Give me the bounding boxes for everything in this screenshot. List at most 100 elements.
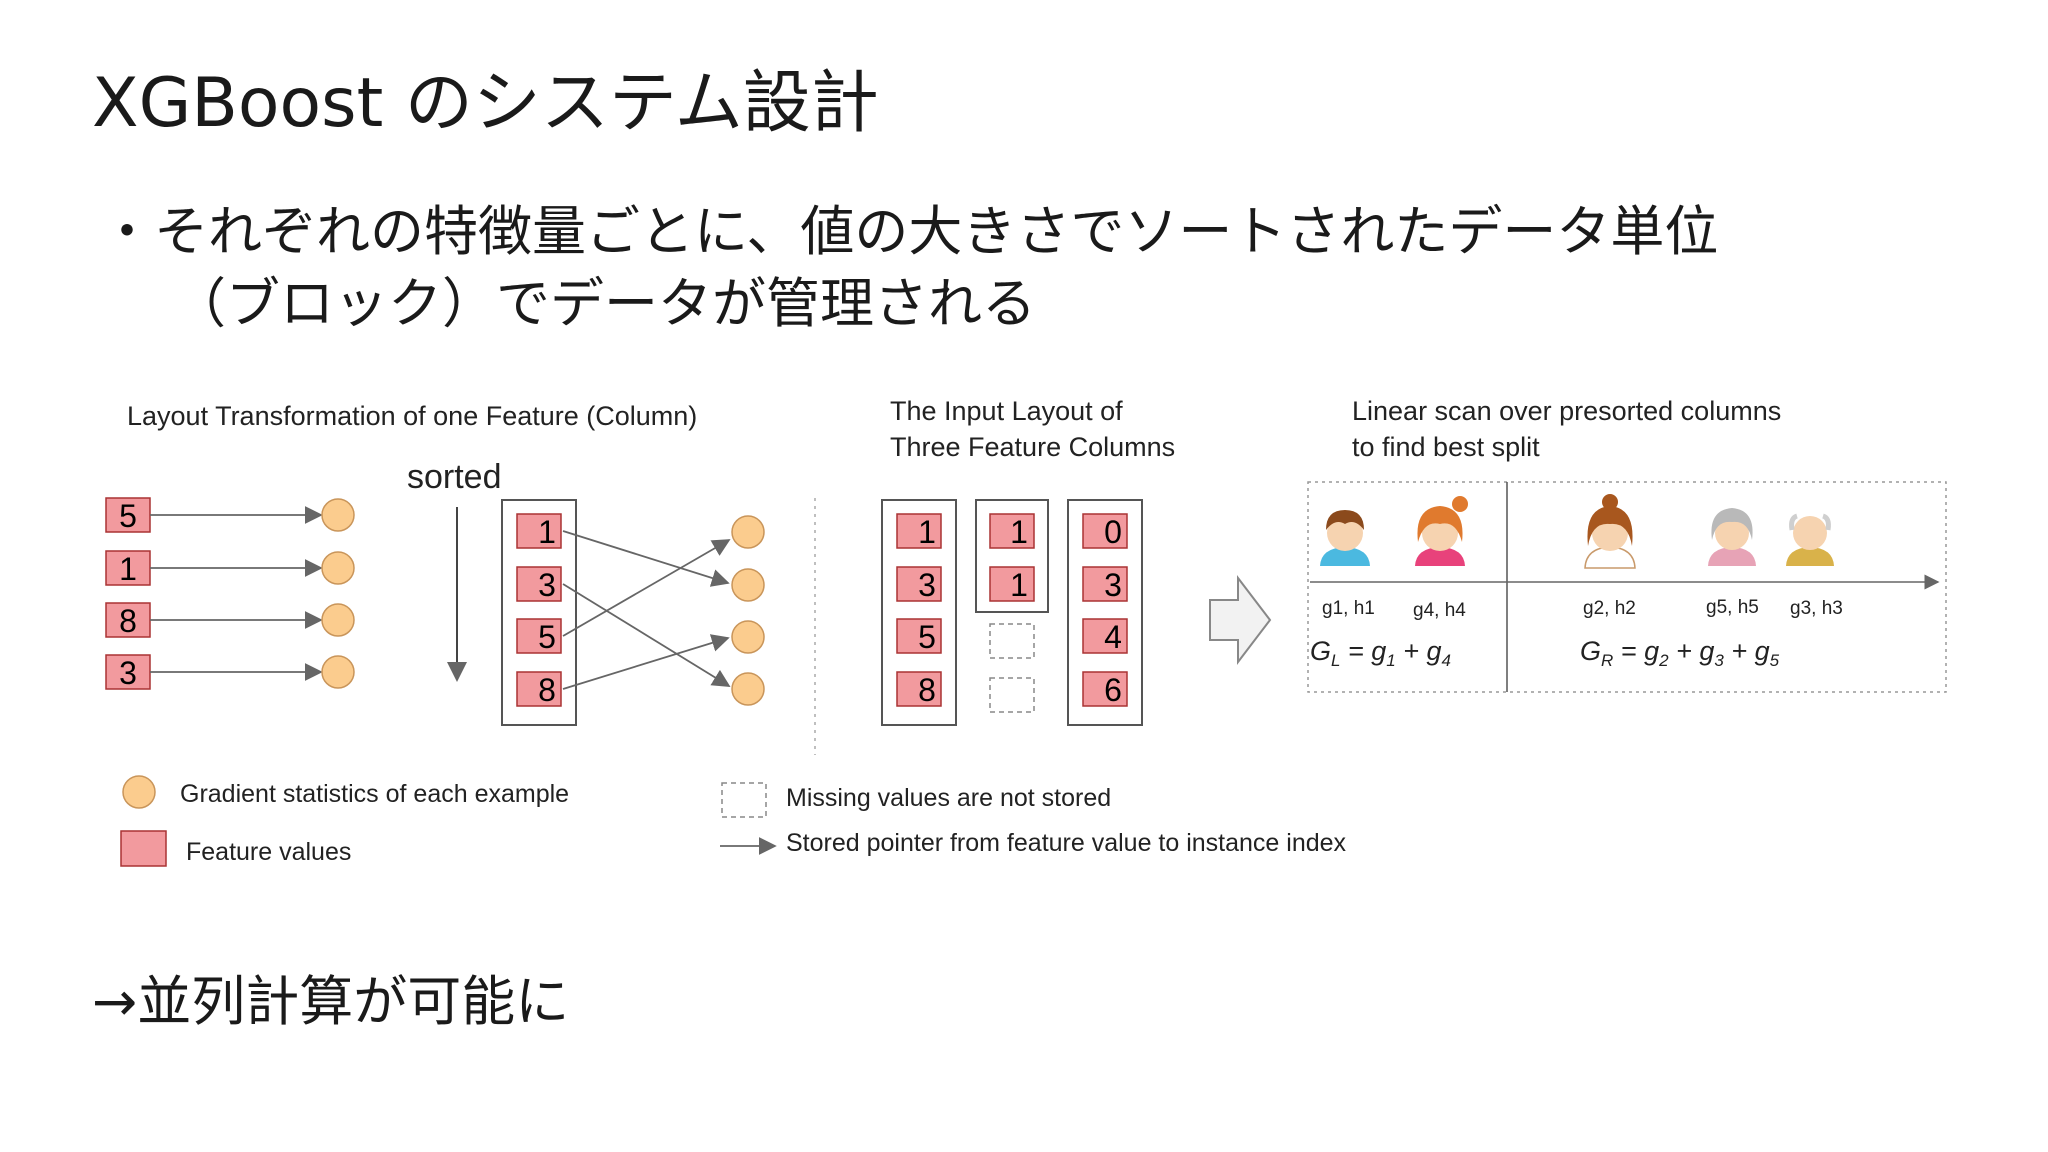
feature-value: 1 [1010, 514, 1028, 550]
feature-column-1: 1 3 5 8 [881, 499, 957, 726]
unsorted-row: 5 [105, 497, 355, 534]
feature-value-box [516, 671, 562, 707]
grandmother-face [1715, 516, 1749, 550]
legend-missing-label: Missing values are not stored [786, 784, 1111, 812]
grandmother-shirt [1708, 547, 1756, 566]
bullet-text: ・それぞれの特徴量ごとに、値の大きさでソートされたデータ単位 （ブロック）でデー… [100, 196, 1718, 340]
missing-value-box [989, 623, 1035, 659]
gh-label: g5, h5 [1706, 597, 1759, 618]
grandfather-shirt [1786, 547, 1834, 566]
feature-value: 0 [1104, 514, 1122, 550]
block-arrow-icon [1209, 575, 1272, 665]
panel2-title-line2: Three Feature Columns [890, 432, 1175, 462]
slide-title: XGBoost のシステム設計 [92, 64, 879, 143]
girl-shirt [1415, 547, 1465, 566]
woman-hair-bun [1602, 494, 1618, 510]
sorted-block: 1 3 5 8 [501, 499, 577, 726]
feature-value: 8 [119, 603, 137, 639]
grandfather-icon [1786, 513, 1834, 566]
feature-value-box [516, 566, 562, 602]
panel3-title-line1: Linear scan over presorted columns [1352, 396, 1781, 426]
feature-value: 3 [918, 567, 936, 603]
gradient-circle [321, 551, 355, 585]
pointer-arrow [562, 530, 730, 587]
feature-column-3: 0 3 4 6 [1067, 499, 1143, 726]
boy-hair [1326, 510, 1364, 530]
feature-value: 1 [119, 551, 137, 587]
gl-formula: GL = g1 + g4 [1310, 636, 1451, 670]
feature-value: 3 [538, 567, 556, 603]
legend-gradient-label: Gradient statistics of each example [180, 780, 569, 808]
missing-value-box [989, 677, 1035, 713]
conclusion-text: →並列計算が可能に [92, 970, 570, 1033]
gh-label: g4, h4 [1413, 600, 1466, 621]
gradient-circle [731, 620, 765, 654]
feature-value-box [896, 513, 942, 549]
grandmother-icon [1708, 508, 1756, 566]
panel1-title: Layout Transformation of one Feature (Co… [127, 401, 697, 431]
feature-value: 5 [119, 498, 137, 534]
feature-value-box [1082, 513, 1128, 549]
pointer-arrow [562, 539, 731, 637]
feature-value: 3 [1104, 567, 1122, 603]
feature-value-box [896, 671, 942, 707]
legend: Gradient statistics of each example Feat… [120, 775, 1347, 867]
column-frame [975, 499, 1049, 613]
woman-icon [1584, 494, 1636, 569]
legend-feature-label: Feature values [186, 838, 351, 866]
gh-label: g2, h2 [1583, 598, 1636, 619]
feature-value: 6 [1104, 672, 1122, 708]
boy-icon [1320, 510, 1370, 566]
gradient-circle [731, 515, 765, 549]
woman-hair [1587, 506, 1633, 546]
grandmother-hair [1711, 508, 1753, 540]
legend-gradient-icon [122, 775, 156, 809]
feature-value-box [516, 618, 562, 654]
unsorted-row: 8 [105, 602, 355, 639]
feature-value: 1 [918, 514, 936, 550]
feature-value: 1 [538, 514, 556, 550]
grandfather-face [1793, 516, 1827, 550]
sorted-block-frame [501, 499, 577, 726]
unsorted-row: 1 [105, 550, 355, 587]
pointer-arrow [562, 634, 730, 690]
feature-value: 4 [1104, 619, 1122, 655]
boy-face [1327, 515, 1363, 551]
panel2-title-line1: The Input Layout of [890, 396, 1123, 426]
feature-value-box [1082, 671, 1128, 707]
legend-pointer-label: Stored pointer from feature value to ins… [786, 829, 1347, 857]
legend-feature-icon [120, 830, 167, 867]
gradient-circle [321, 498, 355, 532]
feature-value: 5 [918, 619, 936, 655]
feature-value-box [1082, 566, 1128, 602]
sorted-pointers [562, 515, 765, 706]
girl-ponytail [1452, 496, 1468, 512]
girl-hair [1417, 506, 1463, 542]
boy-shirt [1320, 547, 1370, 566]
panel-linear-scan: Linear scan over presorted columns to fi… [1307, 396, 1947, 693]
feature-value: 3 [119, 655, 137, 691]
feature-value-box [989, 513, 1035, 549]
gradient-circle [321, 603, 355, 637]
feature-value-box [989, 566, 1035, 602]
feature-value-box [1082, 618, 1128, 654]
gh-label: g3, h3 [1790, 598, 1843, 619]
grandfather-hair [1789, 513, 1831, 531]
bullet-line-2: （ブロック）でデータが管理される [172, 272, 1036, 335]
column-frame [1067, 499, 1143, 726]
feature-value-box [896, 618, 942, 654]
unsorted-column: 5 1 8 3 [105, 497, 355, 691]
gr-formula: GR = g2 + g3 + g5 [1580, 636, 1780, 670]
panel-layout-transformation: Layout Transformation of one Feature (Co… [105, 401, 765, 726]
legend-missing-icon [721, 782, 767, 818]
panel3-title-line2: to find best split [1352, 432, 1540, 462]
feature-value: 5 [538, 619, 556, 655]
feature-value-box [105, 602, 151, 638]
feature-column-2: 1 1 [975, 499, 1049, 713]
gh-label: g1, h1 [1322, 598, 1375, 619]
gradient-circle [731, 672, 765, 706]
scan-frame [1307, 481, 1947, 693]
bullet-line-1: ・それぞれの特徴量ごとに、値の大きさでソートされたデータ単位 [100, 200, 1719, 263]
girl-icon [1415, 496, 1468, 566]
